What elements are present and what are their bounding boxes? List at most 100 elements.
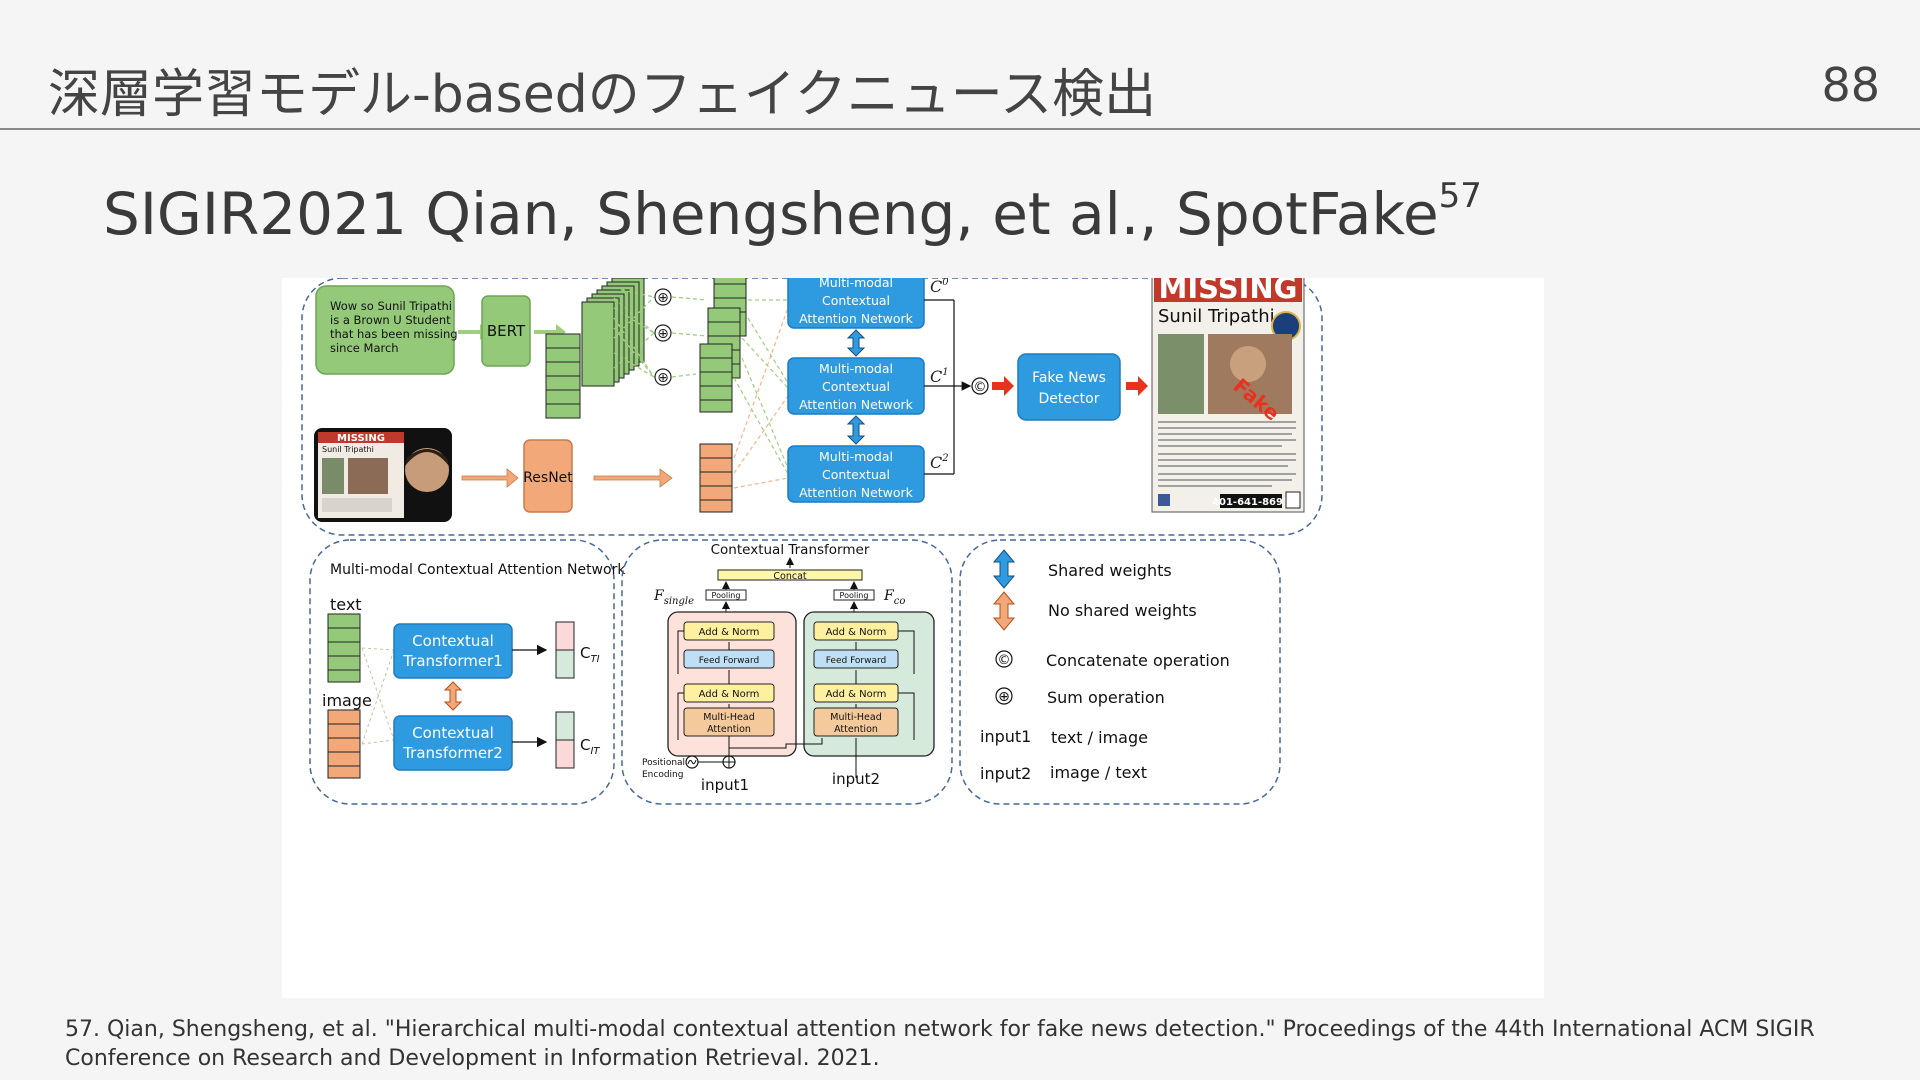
svg-text:C0: C0	[930, 278, 949, 296]
title-divider	[0, 128, 1920, 130]
citation-footnote: 57. Qian, Shengsheng, et al. "Hierarchic…	[65, 1015, 1845, 1073]
input1-label: input1	[701, 776, 749, 794]
mcan-label: Attention Network	[799, 397, 914, 412]
mcan-detail-panel: Multi-modal Contextual Attention Network…	[309, 539, 626, 805]
mcan-block-1: Multi-modal Contextual Attention Network	[787, 357, 925, 415]
text-input-label: text	[330, 595, 362, 614]
shared-weights-arrow-icon	[846, 329, 866, 445]
mcan-label: Multi-modal	[819, 449, 893, 464]
c-sup: 2	[941, 453, 948, 464]
mha-label: Attention	[834, 724, 878, 735]
concat-label: Concat	[773, 571, 807, 582]
transformer-stack-co: Pooling Add & Norm Feed Forward Add & No…	[728, 589, 935, 778]
legend-input-value: image / text	[1050, 763, 1147, 782]
slide-subtitle: SIGIR2021 Qian, Shengsheng, et al., Spot…	[103, 176, 1482, 248]
bert-label: BERT	[487, 322, 526, 340]
mha-label: Attention	[707, 724, 751, 735]
sum-symbol: ⊕	[998, 689, 1010, 705]
shared-weights-icon	[992, 549, 1016, 589]
mcan-label: Contextual	[822, 379, 890, 394]
thumb-name: Sunil Tripathi	[322, 445, 374, 454]
concat-icon	[995, 650, 1013, 668]
image-input-label: image	[322, 691, 372, 710]
no-shared-weights-arrow-icon	[443, 681, 463, 711]
poster-heading: MISSING	[1159, 278, 1298, 305]
architecture-figure: Wow so Sunil Tripathi is a Brown U Stude…	[282, 278, 1544, 998]
bert-block: BERT	[481, 295, 531, 367]
subtitle-text: SIGIR2021 Qian, Shengsheng, et al., Spot…	[103, 180, 1439, 248]
output-vectors	[555, 621, 575, 769]
mcan-label: Contextual	[822, 467, 890, 482]
sum-symbol: ⊕	[657, 370, 669, 386]
connector-lines	[733, 307, 789, 489]
top-panel-border	[301, 278, 1323, 536]
connector-lines	[613, 287, 708, 378]
mcan-label: Attention Network	[799, 311, 914, 326]
contextual-transformer-panel: Contextual Transformer Concat Fsingle Fc…	[621, 539, 953, 805]
detector-label: Fake News	[1032, 370, 1106, 386]
tweet-line: Wow so Sunil Tripathi	[330, 299, 452, 313]
mcan-label: Attention Network	[799, 485, 914, 500]
legend-label: Sum operation	[1047, 688, 1165, 707]
detector-label: Detector	[1038, 391, 1099, 407]
mcan-label: Multi-modal	[819, 278, 893, 290]
concat-symbol: ©	[998, 653, 1011, 668]
tweet-line: is a Brown U Student	[330, 313, 451, 327]
connector-lines	[733, 299, 789, 475]
resnet-label: ResNet	[523, 470, 573, 486]
footnote-line: 57. Qian, Shengsheng, et al. "Hierarchic…	[65, 1017, 1815, 1042]
slide-title: 深層学習モデル-basedのフェイクニュース検出	[48, 65, 1157, 125]
missing-poster-image: MISSING Sunil Tripathi Fake 401-641-8691	[1151, 278, 1305, 513]
poster-phone: 401-641-8691	[1212, 497, 1290, 508]
add-norm-label: Add & Norm	[826, 689, 887, 700]
contextual-transformer2: Contextual Transformer2	[393, 715, 513, 771]
news-image-thumbnail: MISSING Sunil Tripathi	[314, 428, 452, 522]
arrow-icon	[593, 468, 673, 488]
svg-text:C1: C1	[930, 367, 949, 386]
c-label: C	[930, 278, 942, 296]
mcan-block-2: Multi-modal Contextual Attention Network	[787, 445, 925, 503]
mcan-block-0: Multi-modal Contextual Attention Network	[787, 278, 925, 329]
panel-title: Multi-modal Contextual Attention Network	[330, 562, 626, 578]
add-norm-label: Add & Norm	[699, 689, 760, 700]
arrow-icon	[461, 468, 519, 488]
f-co-label: Fco	[883, 588, 905, 607]
connector-lines	[361, 647, 395, 745]
tweet-line: since March	[330, 341, 399, 355]
pooling-label: Pooling	[840, 591, 869, 600]
ct1-label: Transformer1	[402, 652, 503, 670]
footnote-ref: 57	[1438, 176, 1482, 216]
arrow-icon	[992, 376, 1014, 396]
pooling-label: Pooling	[712, 591, 741, 600]
legend-label: Shared weights	[1048, 561, 1172, 580]
sum-symbol: ⊕	[657, 290, 669, 306]
tweet-line: that has been missing	[330, 327, 458, 341]
c-ti-label: CTI	[580, 644, 600, 665]
legend-label: No shared weights	[1048, 601, 1197, 620]
input2-label: input2	[832, 770, 880, 788]
transformer-stack-single: Pooling Add & Norm Feed Forward Add & No…	[667, 589, 797, 757]
image-token-column	[699, 443, 733, 513]
svg-text:C2: C2	[930, 453, 949, 472]
add-norm-label: Add & Norm	[699, 627, 760, 638]
fake-news-detector-block: Fake News Detector	[1017, 353, 1121, 421]
top-pipeline-panel: Wow so Sunil Tripathi is a Brown U Stude…	[301, 278, 1323, 536]
context-vector-labels: C0 C1 C2	[930, 278, 949, 472]
c-label: C	[930, 367, 942, 386]
concat-operator: ©	[971, 377, 989, 395]
feed-forward-label: Feed Forward	[699, 656, 760, 666]
c-label: C	[930, 453, 942, 472]
concat-symbol: ©	[974, 380, 987, 395]
ct2-label: Contextual	[412, 724, 494, 742]
sum-icon	[995, 687, 1013, 705]
sum-operators: ⊕ ⊕ ⊕	[654, 288, 672, 386]
c-sup: 1	[942, 367, 948, 378]
positional-encoding: Positional Encoding	[642, 740, 736, 780]
mcan-label: Multi-modal	[819, 361, 893, 376]
panel-title: Contextual Transformer	[711, 542, 870, 558]
arrow-icon	[1126, 376, 1148, 396]
ct1-label: Contextual	[412, 632, 494, 650]
legend-input-value: text / image	[1051, 728, 1148, 747]
legend-input-key: input2	[980, 764, 1031, 783]
legend-input-key: input1	[980, 727, 1031, 746]
